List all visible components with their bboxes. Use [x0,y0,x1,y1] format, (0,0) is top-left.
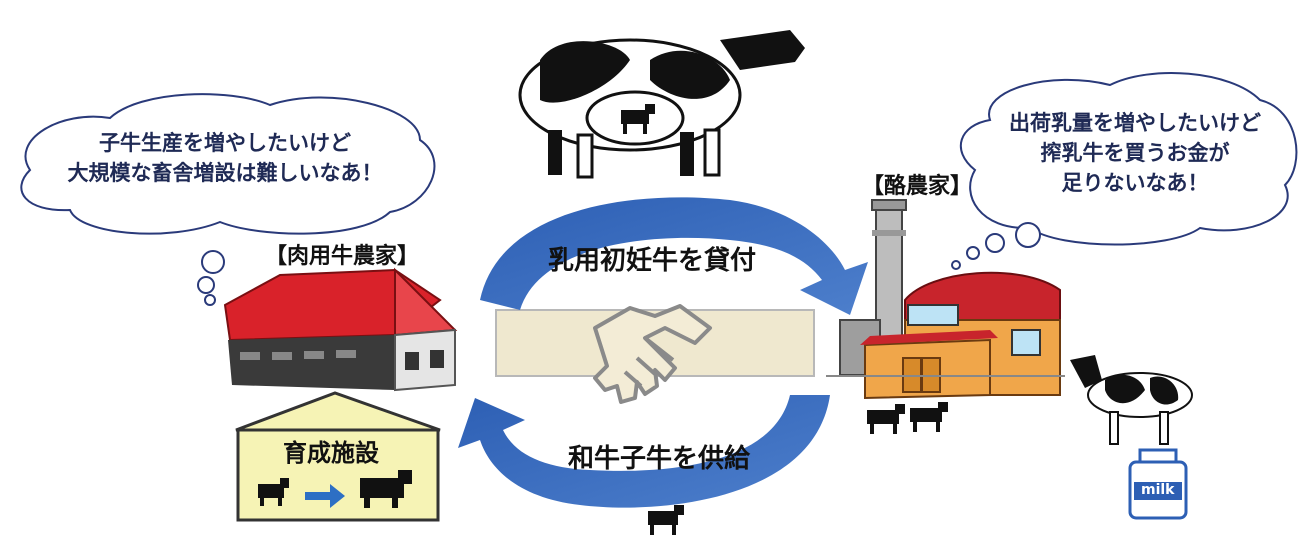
dairy-cows-small [867,402,948,434]
beef-farmer-label: 【肉用牛農家】 [265,244,420,269]
right-bubble-line2: 搾乳牛を買うお金が [1040,141,1230,165]
facility-label: 育成施設 [283,439,379,467]
bottom-arrow-label: 和牛子牛を供給 [568,444,751,474]
right-bubble-line3: 足りないなあ！ [1061,171,1209,195]
left-bubble-line1: 子牛生産を増やしたいけど [99,131,351,155]
beef-barn [223,267,458,392]
left-bubble-line2: 大規模な畜舎増設は難しいなあ！ [67,161,383,185]
milk-label: milk [1141,482,1175,498]
right-thought-bubble [951,72,1298,270]
calf-inside-icon [621,104,655,134]
dairy-cow-right [1070,355,1193,445]
dairy-farmer-label: 【酪農家】 [862,174,973,199]
calf-small-icon [258,478,289,506]
top-arrow [480,197,868,315]
left-thought-bubble [20,93,436,306]
training-facility [235,391,441,522]
dairy-farm [826,199,1065,400]
cow-grown-icon [360,470,412,508]
milk-bottle-icon [1128,448,1188,520]
right-bubble-text: 出荷乳量を増やしたいけど 搾乳牛を買うお金が 足りないなあ！ [975,108,1295,198]
left-bubble-text: 子牛生産を増やしたいけど 大規模な畜舎増設は難しいなあ！ [45,128,405,188]
calf-bottom-icon [648,505,684,535]
bottom-arrow [458,395,830,508]
dairy-cow-large [518,30,805,179]
top-arrow-label: 乳用初妊牛を貸付 [548,246,757,276]
right-bubble-line1: 出荷乳量を増やしたいけど [1009,111,1261,135]
handshake-icon [593,304,712,404]
growth-arrow-icon [305,484,345,508]
